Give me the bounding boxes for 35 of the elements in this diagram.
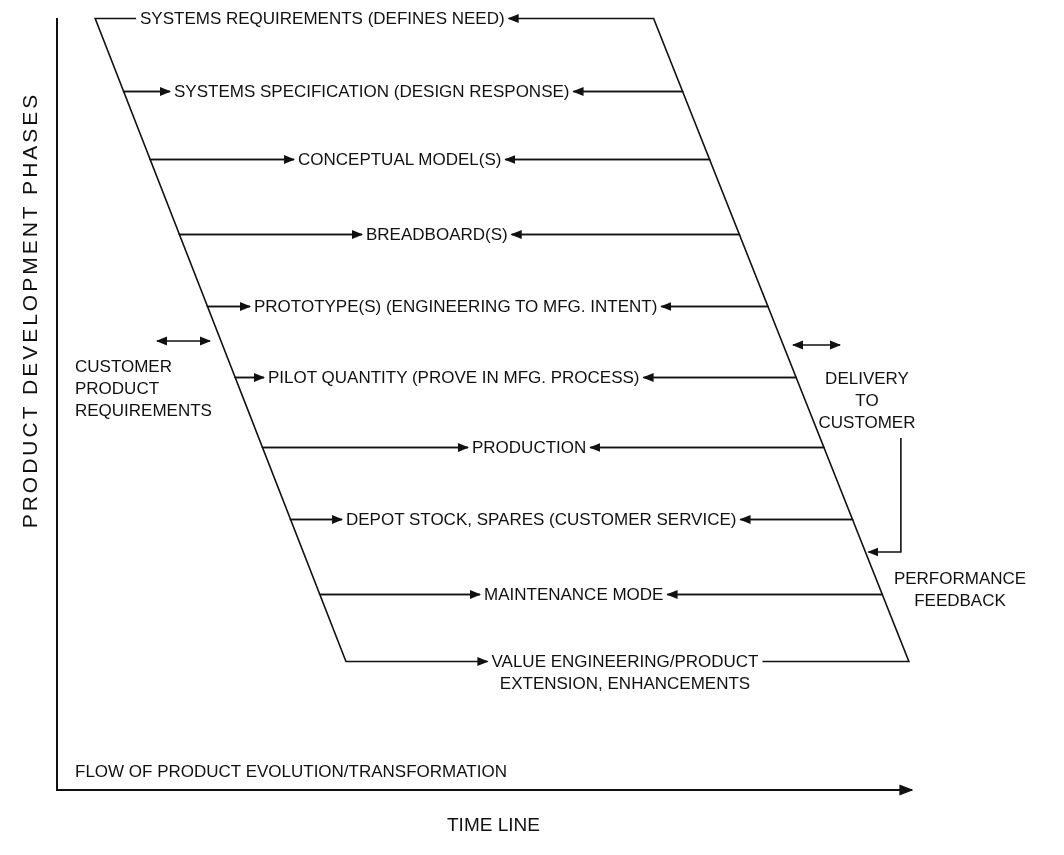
arrow [504, 155, 741, 236]
arrow [178, 233, 363, 311]
arrow [206, 305, 266, 382]
note-label: CUSTOMER PRODUCT REQUIREMENTS [75, 356, 213, 422]
phase-label: SYSTEMS REQUIREMENTS (DEFINES NEED) [140, 8, 505, 30]
phase-label: VALUE ENGINEERING/PRODUCT EXTENSION, ENHANCEMENTS [440, 651, 810, 695]
arrow [510, 230, 770, 308]
arrow [642, 302, 798, 379]
axis-title: TIME LINE [447, 814, 540, 836]
phase-label: PROTOTYPE(S) (ENGINEERING TO MFG. INTENT) [254, 296, 658, 318]
arrow [289, 518, 482, 599]
phase-label: SYSTEMS SPECIFICATION (DESIGN RESPONSE) [174, 81, 570, 103]
phase-label: CONCEPTUAL MODEL(S) [298, 149, 502, 171]
arrow [666, 515, 884, 596]
arrow [589, 373, 826, 449]
phase-label: BREADBOARD(S) [366, 224, 508, 246]
arrow [504, 87, 711, 161]
arrow [507, 14, 684, 93]
delivery-label: DELIVERY TO CUSTOMER [812, 368, 922, 434]
note-label: PERFORMANCE FEEDBACK [892, 568, 1028, 612]
arrow [149, 158, 364, 239]
axis-title: PRODUCT DEVELOPMENT PHASES [18, 91, 41, 529]
arrow [234, 376, 470, 452]
arrow [867, 437, 902, 557]
phase-label: DEPOT STOCK, SPARES (CUSTOMER SERVICE) [346, 509, 737, 531]
axis-note: FLOW OF PRODUCT EVOLUTION/TRANSFORMATION [75, 761, 507, 783]
arrow [318, 593, 489, 666]
phase-label: PRODUCTION [472, 437, 587, 459]
arrow [261, 446, 469, 524]
arrow [666, 590, 911, 663]
phase-label: PILOT QUANTITY (PROVE IN MFG. PROCESS) [268, 367, 640, 389]
arrow [122, 90, 296, 164]
phase-label: MAINTENANCE MODE [484, 584, 664, 606]
arrow [94, 17, 172, 96]
arrow [589, 443, 854, 521]
